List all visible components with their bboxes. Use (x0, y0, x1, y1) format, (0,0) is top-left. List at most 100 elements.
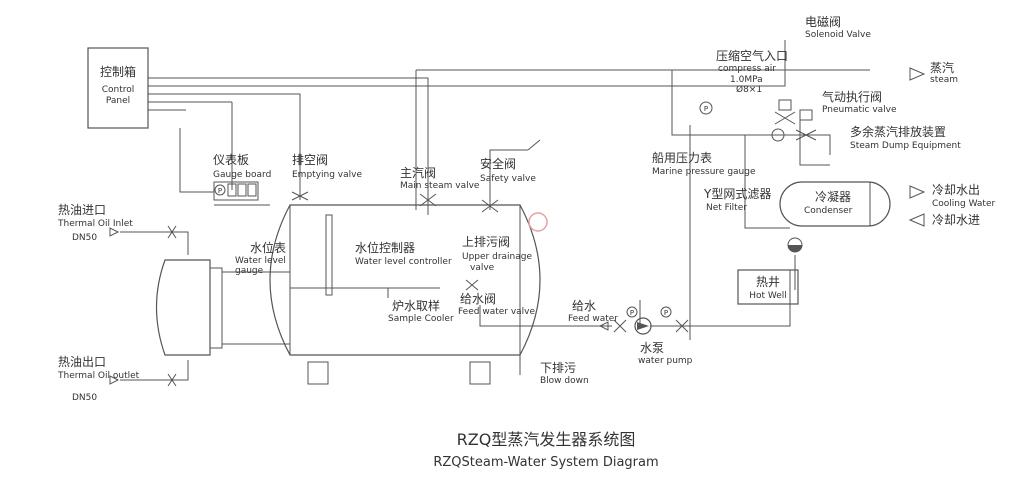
check-valve-icon (613, 319, 627, 333)
diagram-title-en: RZQSteam-Water System Diagram (433, 455, 658, 470)
level-gauge-en2: gauge (235, 266, 264, 276)
cooling-in-arrow-icon (908, 213, 925, 227)
upper-drain-en2: valve (470, 263, 495, 273)
marine-gauge-en: Marine pressure gauge (652, 167, 756, 177)
upper-drain-zh: 上排污阀 (462, 235, 510, 249)
pipe-dump-feed (671, 70, 720, 136)
marine-gauge-p: P (704, 105, 708, 113)
sample-cooler-zh: 炉水取样 (392, 298, 440, 313)
watermark-logo (528, 212, 548, 232)
pipes (120, 40, 870, 381)
emptying-valve-icon (291, 191, 309, 201)
wire-emptying (148, 93, 301, 200)
pump-gauge-p: P (664, 309, 668, 317)
level-gauge-zh: 水位表 (250, 240, 286, 255)
oil-outlet-valve-icon (167, 373, 177, 387)
steam-out-zh: 蒸汽 (930, 60, 954, 75)
gauge-board-box (213, 181, 259, 201)
feed-gauge-icon (626, 306, 638, 318)
steam-dump-zh: 多余蒸汽排放装置 (850, 124, 946, 139)
compress-air-zh: 压缩空气入口 (716, 48, 788, 63)
main-steam-valve-icon (419, 193, 437, 207)
condenser-en: Condenser (804, 206, 853, 216)
net-filter-en: Net Filter (706, 203, 747, 213)
safety-valve-en: Safety valve (480, 174, 536, 184)
oil-inlet-zh: 热油进口 (58, 203, 106, 217)
condensate-trap-fill (788, 245, 802, 252)
level-column (325, 214, 333, 296)
oil-outlet-zh: 热油出口 (58, 355, 106, 369)
wire-gauge-3 (179, 128, 214, 193)
control-panel-en2: Panel (106, 96, 130, 106)
wire-solenoid (148, 40, 786, 87)
condenser-body (779, 181, 891, 227)
blow-down-zh: 下排污 (540, 361, 576, 375)
pipe-oil-inlet (120, 231, 189, 255)
steam-out-arrow-icon (909, 67, 926, 81)
safety-valve-icon (481, 199, 499, 213)
oil-outlet-en: Thermal Oil outlet (57, 371, 140, 381)
oil-outlet-arrow-icon (109, 375, 120, 385)
gauge-slot-2 (237, 183, 247, 197)
hot-well-box (737, 269, 799, 305)
oil-inlet-valve-icon (167, 225, 177, 239)
pipe-oil-outlet (120, 360, 189, 381)
cooling-out-zh: 冷却水出 (932, 183, 980, 197)
level-gauge-en1: Water level (235, 256, 286, 266)
condenser-zh: 冷凝器 (815, 189, 851, 204)
pump-arrow-icon (637, 322, 649, 330)
pneumatic-en: Pneumatic valve (822, 105, 897, 115)
pump-gauge-icon (660, 306, 672, 318)
pipe-dump-line (720, 134, 831, 155)
control-panel-en1: Control (102, 85, 135, 95)
emptying-valve-en: Emptying valve (292, 170, 362, 180)
hot-well-zh: 热井 (756, 275, 780, 289)
feed-water-en: Feed water (568, 314, 618, 324)
pipe-safety (489, 149, 528, 210)
upper-drain-en1: Upper drainage (462, 252, 532, 262)
steam-dump-en: Steam Dump Equipment (850, 141, 961, 151)
pipe-filter-cond (744, 135, 790, 229)
safety-vent-icon (527, 139, 541, 151)
steam-vessel (269, 204, 541, 356)
level-controller-zh: 水位控制器 (355, 240, 415, 255)
gauge-board-p: P (218, 187, 222, 195)
net-filter-zh: Y型网式滤器 (703, 187, 771, 201)
gauge-slot-3 (247, 183, 257, 197)
wire-main-steam (148, 77, 429, 215)
feed-inlet-valve-icon (675, 319, 689, 333)
upper-drain-valve-icon (465, 279, 479, 291)
marine-gauge-zh: 船用压力表 (652, 151, 712, 165)
net-filter-icon (771, 128, 785, 142)
feed-arrow-icon (598, 321, 609, 331)
sample-cooler-en: Sample Cooler (388, 314, 454, 324)
safety-valve-zh: 安全阀 (480, 156, 516, 171)
control-panel-box (87, 47, 149, 129)
compress-air-spec1: 1.0MPa (730, 75, 763, 85)
compress-air-spec2: Ø8×1 (736, 84, 762, 95)
pneumatic-valve-icon (795, 129, 817, 141)
vessel-support-right (469, 361, 491, 385)
gauge-board-en: Gauge board (213, 170, 271, 180)
control-panel-zh: 控制箱 (100, 64, 136, 79)
water-pump-icon (634, 317, 652, 335)
feed-gauge-p: P (630, 309, 634, 317)
heat-exchanger-tube (221, 271, 291, 345)
level-controller-en: Water level controller (355, 257, 452, 267)
labels: 控制箱 Control Panel 仪表板 Gauge board P 排空阀 … (57, 14, 995, 470)
solenoid-en: Solenoid Valve (805, 30, 871, 40)
heat-exchanger-head (155, 259, 211, 356)
solenoid-valve-icon (774, 111, 796, 125)
hot-well-en: Hot Well (749, 291, 787, 301)
water-pump-en: water pump (638, 356, 693, 366)
compress-air-en: compress air (718, 64, 776, 74)
pipe-feed-hotwell (650, 270, 791, 327)
oil-outlet-size: DN50 (72, 393, 97, 403)
water-pump-zh: 水泵 (640, 341, 664, 355)
equipment (87, 47, 926, 387)
pipe-dump-bypass (799, 120, 830, 166)
feed-valve-zh: 给水阀 (460, 292, 496, 306)
pipe-feed-water (479, 305, 612, 327)
marine-gauge-icon (699, 101, 713, 115)
